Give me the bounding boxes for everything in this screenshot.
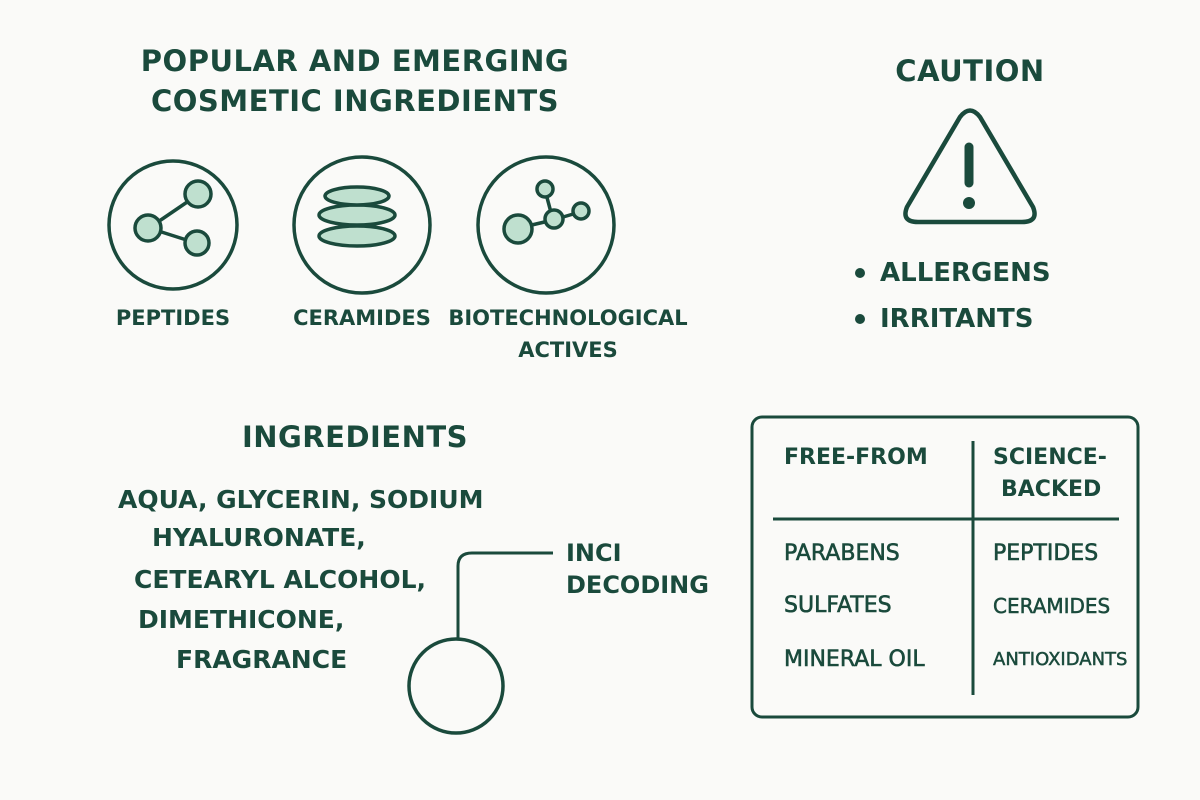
caution-bullet-irritants: IRRITANTS xyxy=(880,304,1034,334)
ingredient-line: DIMETHICONE, xyxy=(138,605,345,634)
bullet-icon xyxy=(855,314,865,324)
biotech-molecule-icon xyxy=(476,155,616,295)
peptides-label: PEPTIDES xyxy=(115,306,231,330)
table-cell-science-backed: ANTIOXIDANTS xyxy=(993,649,1128,671)
table-cell-free-from: MINERAL OIL xyxy=(784,647,925,673)
ingredients-title: INGREDIENTS xyxy=(241,420,469,454)
inci-callout-line1: INCI xyxy=(566,539,622,567)
ingredient-line: CETEARYL ALCOHOL, xyxy=(134,565,427,594)
popular-title-line1: POPULAR AND EMERGING xyxy=(140,44,570,78)
inci-callout-line2: DECODING xyxy=(566,571,709,599)
table-cell-free-from: PARABENS xyxy=(784,541,900,567)
table-header-science-backed-line1: SCIENCE- xyxy=(993,445,1107,470)
ceramide-layers-icon xyxy=(292,155,432,295)
table-cell-science-backed: PEPTIDES xyxy=(993,541,1099,567)
peptide-molecule-icon xyxy=(107,159,239,291)
table-cell-science-backed: CERAMIDES xyxy=(993,594,1111,619)
magnifier-circle-icon xyxy=(407,551,553,735)
caution-bullet-allergens: ALLERGENS xyxy=(880,258,1051,288)
popular-title-line2: COSMETIC INGREDIENTS xyxy=(150,84,560,118)
table-cell-free-from: SULFATES xyxy=(784,593,892,619)
table-header-free-from: FREE-FROM xyxy=(784,445,928,470)
biotech-label-line1: BIOTECHNOLOGICAL xyxy=(448,306,688,330)
comparison-table-frame xyxy=(750,415,1140,719)
ceramides-label: CERAMIDES xyxy=(293,306,431,330)
ingredient-line: AQUA, GLYCERIN, SODIUM xyxy=(118,485,484,514)
table-header-science-backed-line2: BACKED xyxy=(1001,477,1102,502)
warning-triangle-icon xyxy=(903,108,1037,225)
biotech-label-line2: ACTIVES xyxy=(518,338,618,362)
ingredient-line: HYALURONATE, xyxy=(152,523,366,552)
ingredient-line: FRAGRANCE xyxy=(176,645,348,674)
caution-title: CAUTION xyxy=(895,54,1045,88)
bullet-icon xyxy=(855,268,865,278)
